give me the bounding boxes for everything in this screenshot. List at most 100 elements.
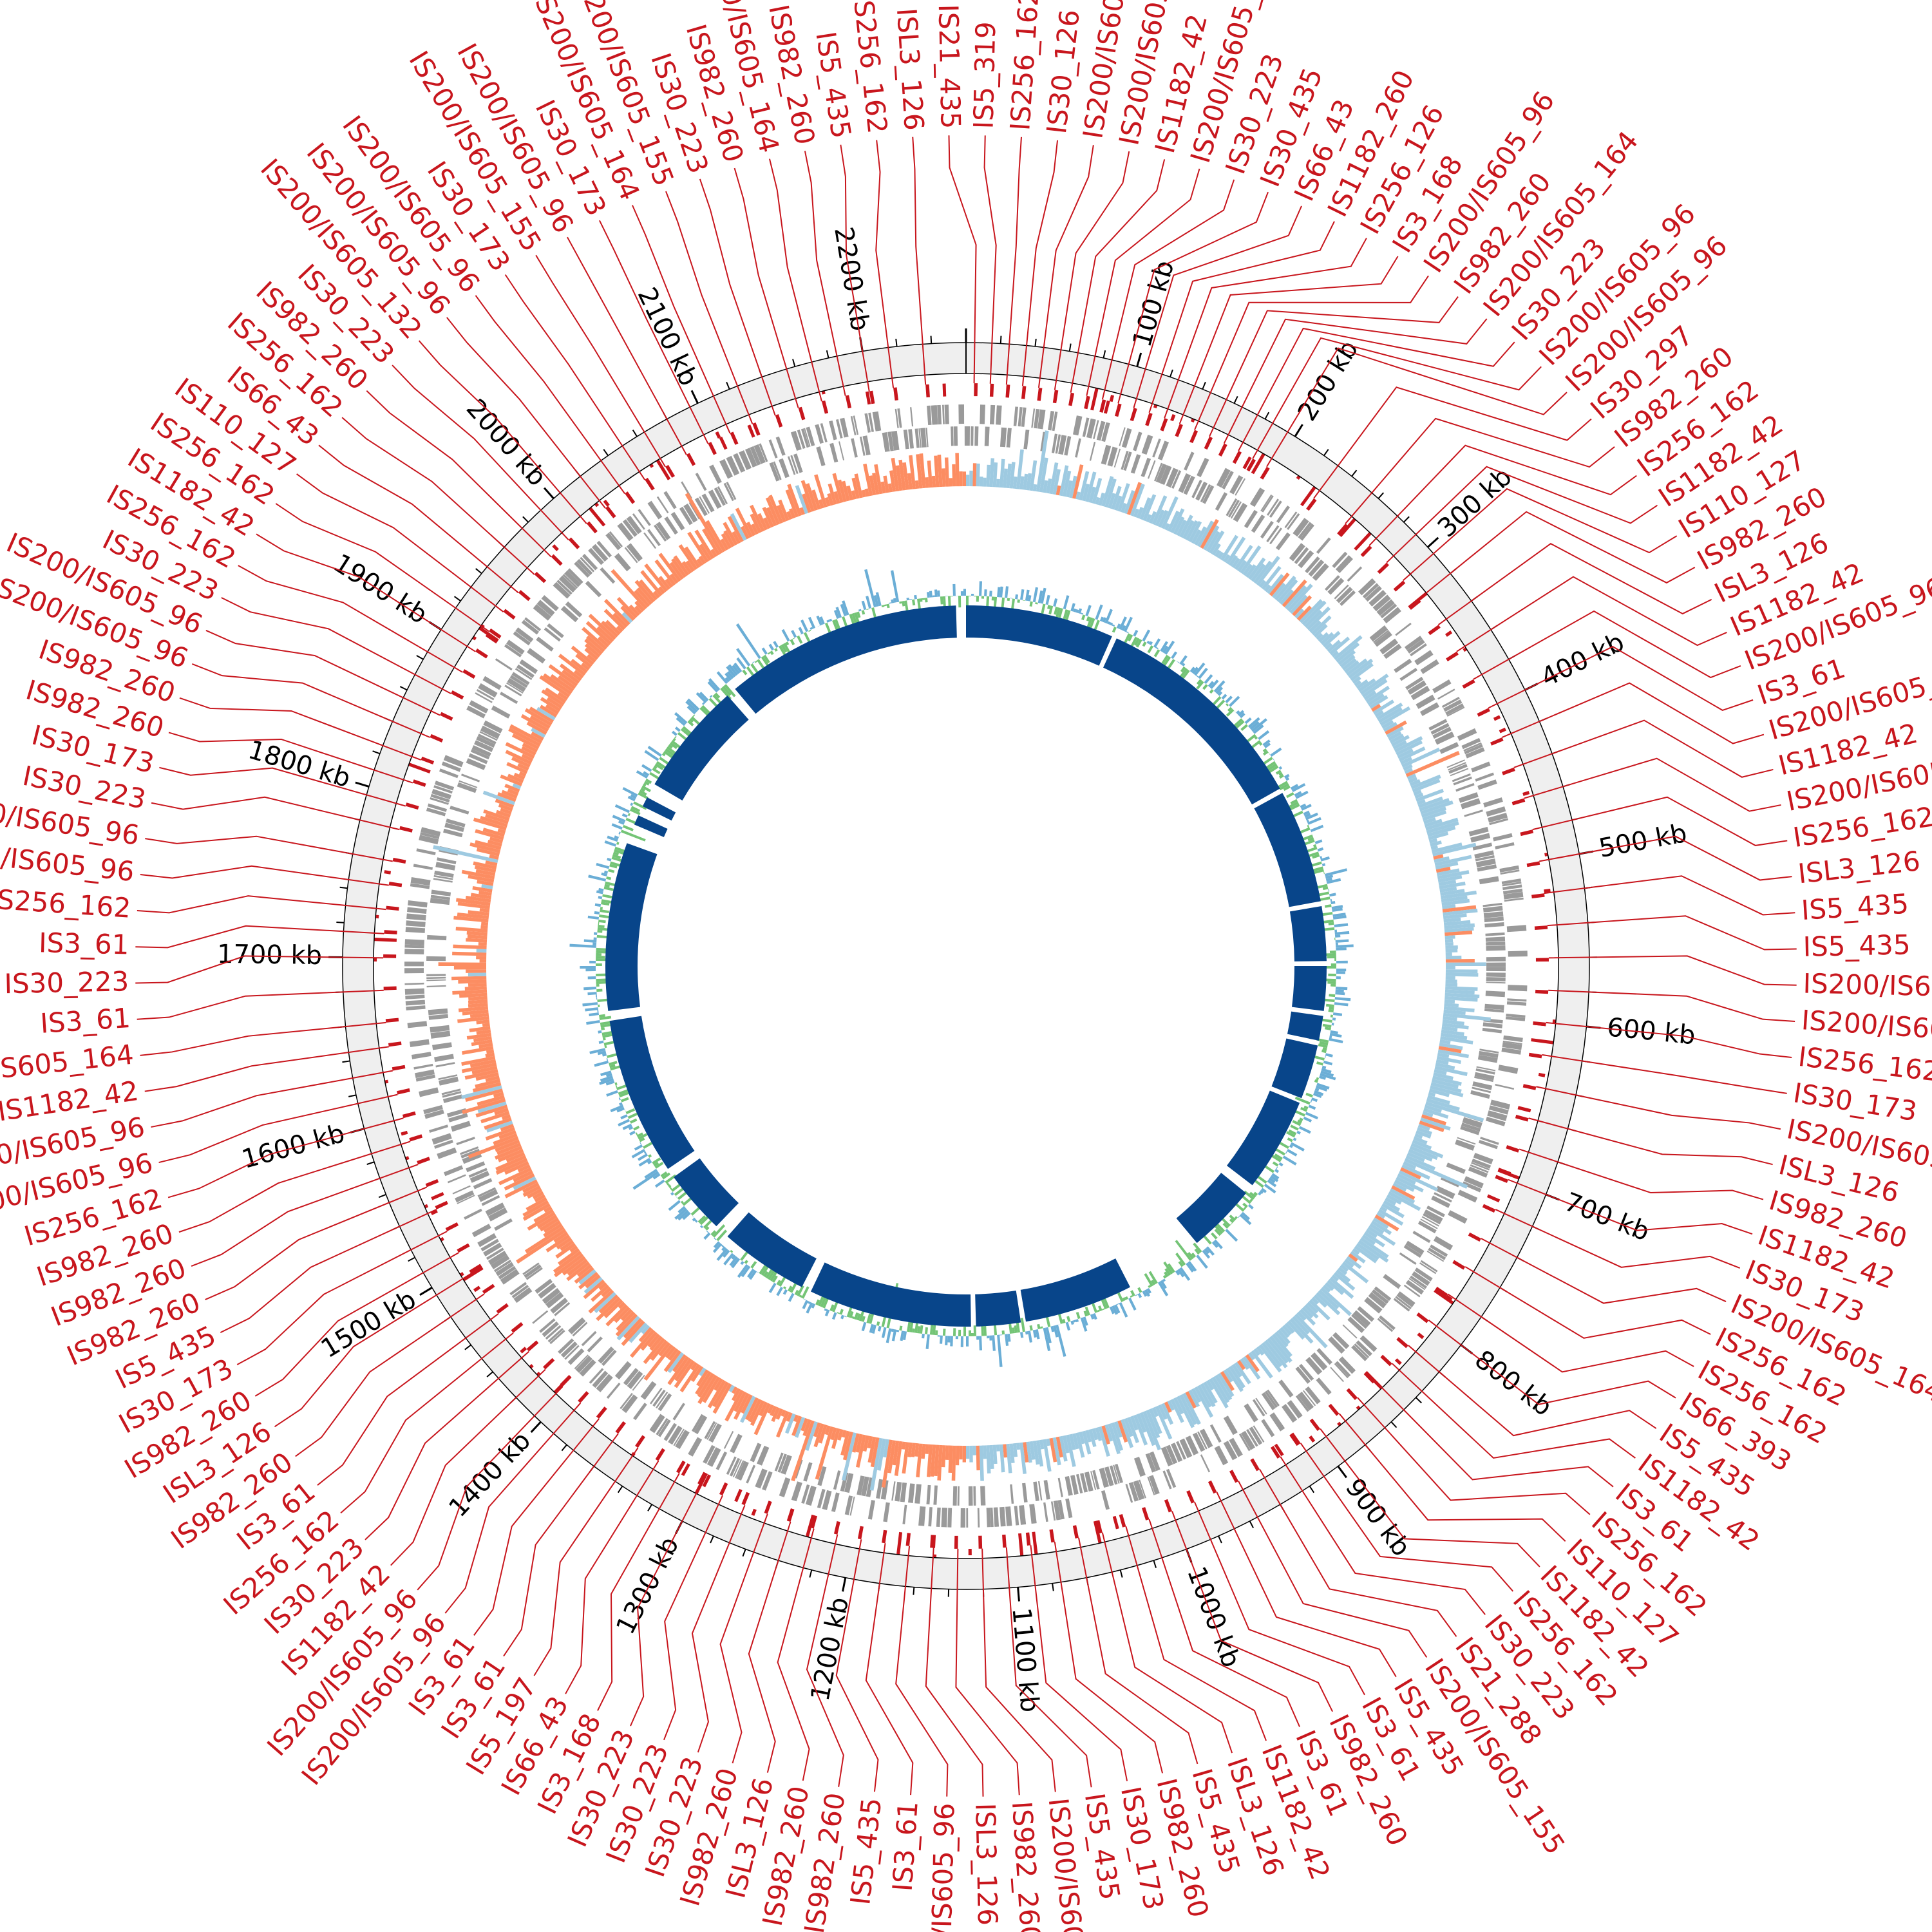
is-element-mark — [1417, 1332, 1425, 1340]
is-element-mark — [445, 1222, 459, 1231]
is-element-mark — [798, 406, 806, 421]
is-leader-line — [981, 1548, 1056, 1792]
gc-content-bar — [963, 589, 966, 596]
gc-content-bar — [737, 1264, 749, 1278]
gc-skew-bar — [489, 837, 504, 844]
gene-feature — [1486, 962, 1506, 967]
tick-label: 800 kb — [1469, 1345, 1557, 1422]
is-leader-line — [1547, 915, 1797, 951]
gc-skew-bar — [483, 809, 510, 821]
gc-skew-bar — [475, 840, 502, 850]
gc-skew-bar — [1214, 1374, 1233, 1401]
gene-feature — [817, 1466, 827, 1486]
gc-skew-bar — [1444, 996, 1478, 1002]
gc-content-bar — [979, 581, 983, 596]
gc-skew-bar — [685, 493, 724, 554]
gc-content-bar — [583, 987, 597, 990]
gene-feature — [1302, 1390, 1316, 1406]
gc-skew-bar — [1367, 693, 1385, 706]
gene-feature — [790, 455, 799, 474]
gene-feature — [1475, 1068, 1495, 1075]
gene-feature — [1394, 658, 1412, 673]
gc-content-bar — [875, 592, 882, 607]
gc-content-bar — [914, 594, 917, 600]
gc-skew-bar — [992, 1444, 998, 1464]
is-element-label: ISL3_126 — [1796, 845, 1922, 889]
gene-feature — [882, 432, 890, 452]
gene-feature — [404, 939, 424, 945]
gc-content-bar — [937, 1335, 940, 1337]
is-leader-line — [365, 1350, 529, 1540]
gc-content-bar — [661, 752, 666, 757]
gc-skew-bar — [1442, 1019, 1464, 1026]
gc-content-bar — [598, 896, 603, 900]
gc-content-bar — [851, 1316, 855, 1320]
gene-feature — [859, 436, 866, 456]
gc-skew-bar — [925, 477, 929, 488]
minor-tick — [826, 350, 829, 359]
is-element-mark — [1170, 414, 1176, 422]
gc-skew-bar — [582, 627, 607, 650]
gene-feature — [1090, 1471, 1097, 1490]
gc-skew-bar — [583, 1279, 605, 1300]
is-element-mark — [384, 930, 397, 934]
gene-feature — [1452, 773, 1471, 782]
gc-skew-bar — [468, 1136, 519, 1159]
gene-feature — [443, 828, 463, 838]
gc-skew-bar — [616, 596, 638, 619]
gc-skew-bar — [1294, 1313, 1328, 1349]
gc-content-bar — [589, 1048, 606, 1054]
gc-content-bar — [1102, 1308, 1105, 1311]
gene-feature — [509, 1282, 527, 1296]
gc-skew-bar — [1036, 430, 1049, 492]
gc-content-bar — [606, 876, 612, 880]
gc-content-bar — [876, 1321, 880, 1326]
gene-feature — [1214, 1445, 1229, 1466]
gene-feature — [1031, 408, 1036, 428]
is-element-mark — [1119, 1514, 1126, 1528]
gc-skew-bar — [1016, 1443, 1021, 1450]
is-element-label: IS30_126 — [1041, 8, 1086, 135]
gene-feature — [1284, 511, 1298, 529]
tick-label: 200 kb — [1293, 336, 1365, 426]
gc-content-bar — [1007, 1333, 1011, 1342]
gc-content-bar — [620, 1097, 629, 1103]
gene-feature — [1477, 1054, 1498, 1063]
is-leader-line — [296, 473, 504, 612]
gene-feature — [986, 1508, 991, 1528]
gc-content-bar — [1249, 1191, 1256, 1198]
is-leader-line — [1125, 1526, 1267, 1741]
gc-content-bar — [1297, 1119, 1302, 1124]
gc-skew-bar — [573, 670, 584, 679]
gene-feature — [1364, 1297, 1383, 1314]
is-element-mark — [665, 464, 676, 478]
gc-content-bar — [660, 1171, 668, 1178]
is-element-mark — [473, 1285, 481, 1293]
is-element-mark — [412, 779, 426, 787]
gc-skew-bar — [778, 499, 790, 522]
gc-content-bar — [1310, 824, 1324, 833]
gene-feature — [1408, 1278, 1426, 1291]
gene-feature — [565, 601, 583, 618]
gc-skew-bar — [1167, 1400, 1175, 1411]
gc-skew-bar — [468, 983, 487, 987]
gene-feature — [1383, 643, 1402, 659]
gene-feature — [773, 461, 782, 480]
gc-skew-bar — [1240, 545, 1262, 574]
is-leader-line — [504, 274, 645, 480]
is-element-mark — [893, 387, 898, 401]
is-element-mark — [751, 1508, 757, 1516]
is-leader-line — [137, 989, 384, 1020]
gene-feature — [1328, 1336, 1345, 1354]
gc-skew-bar — [1327, 1279, 1345, 1295]
gc-skew-bar — [1441, 1032, 1468, 1040]
is-leader-line — [567, 236, 687, 455]
gc-content-bar — [615, 1084, 618, 1088]
gc-content-bar — [589, 1012, 600, 1017]
gc-content-bar — [763, 654, 770, 664]
gene-feature — [1393, 1298, 1410, 1312]
gc-skew-bar — [959, 471, 963, 487]
gene-feature — [507, 677, 526, 692]
gc-skew-bar — [513, 772, 526, 781]
is-leader-line — [1488, 645, 1754, 711]
